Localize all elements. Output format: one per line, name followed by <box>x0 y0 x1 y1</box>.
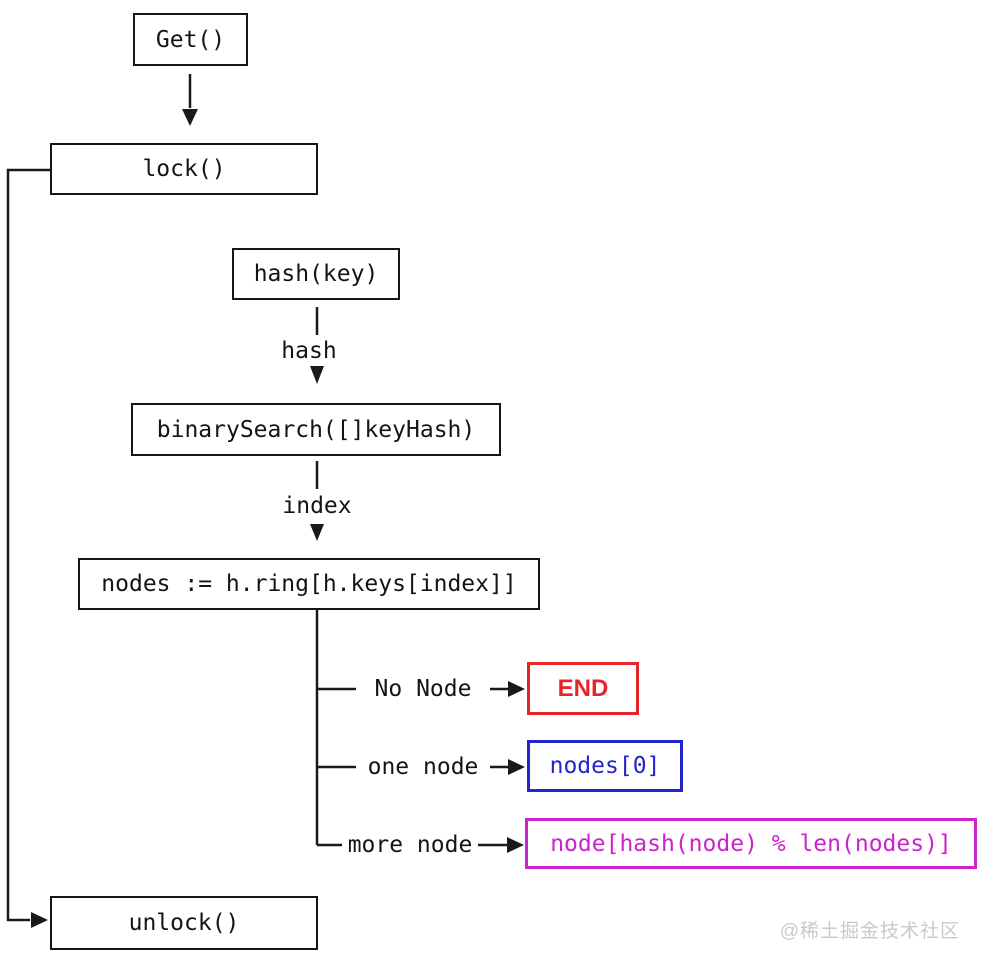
node-binary-search: binarySearch([]keyHash) <box>131 403 501 456</box>
node-get: Get() <box>133 13 248 66</box>
edge-label-more-node: more node <box>342 831 478 859</box>
connector-lock-to-unlock <box>6 168 50 922</box>
edge-label-no-node: No Node <box>356 675 490 703</box>
node-unlock: unlock() <box>50 896 318 950</box>
node-hash-key: hash(key) <box>232 248 400 300</box>
node-more-nodes: node[hash(node) % len(nodes)] <box>525 818 977 869</box>
edge-label-one-node: one node <box>356 753 490 781</box>
arrowhead-more-node <box>507 837 524 853</box>
arrowhead-hash-down <box>310 366 324 384</box>
edge-label-index: index <box>277 492 357 520</box>
arrowhead-unlock <box>31 912 48 928</box>
arrowhead-index-down <box>310 524 324 541</box>
watermark-text: @稀土掘金技术社区 <box>779 921 960 942</box>
node-nodes0: nodes[0] <box>527 740 683 792</box>
arrowhead-get-to-lock <box>182 109 198 126</box>
arrowhead-one-node <box>508 759 525 775</box>
edge-label-hash: hash <box>275 337 343 365</box>
node-lock: lock() <box>50 143 318 195</box>
arrowhead-no-node <box>508 681 525 697</box>
node-end: END <box>527 662 639 715</box>
node-nodes-assign: nodes := h.ring[h.keys[index]] <box>78 558 540 610</box>
